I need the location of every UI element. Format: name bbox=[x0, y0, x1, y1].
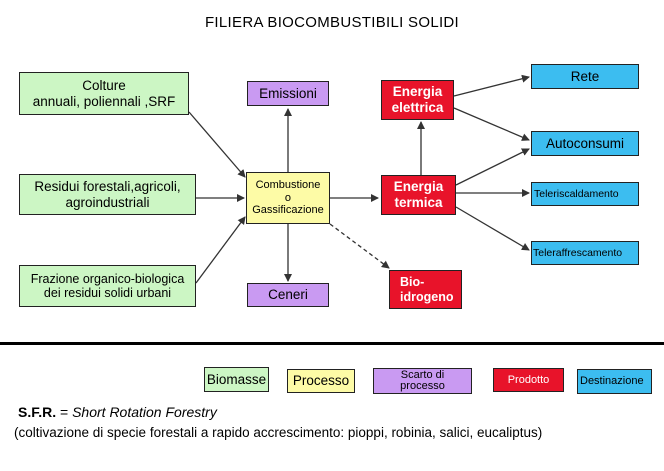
product-bioidrogeno: Bio-idrogeno bbox=[389, 270, 462, 309]
arrow-colture-to-process bbox=[188, 111, 246, 178]
dest-teleriscaldamento: Teleriscaldamento bbox=[531, 182, 639, 206]
arrow-process-to-bioidrogeno bbox=[329, 223, 390, 269]
legend-destinazione: Destinazione bbox=[577, 369, 652, 394]
legend-processo: Processo bbox=[287, 369, 355, 393]
diagram-title: FILIERA BIOCOMBUSTIBILI SOLIDI bbox=[204, 14, 460, 31]
dest-autoconsumi: Autoconsumi bbox=[531, 131, 639, 156]
srf-detail: (coltivazione di specie forestali a rapi… bbox=[14, 425, 543, 440]
arrow-termica-to-autoconsumi bbox=[455, 148, 530, 186]
section-divider bbox=[0, 342, 664, 345]
waste-ceneri: Ceneri bbox=[247, 283, 329, 307]
srf-expansion: Short Rotation Forestry bbox=[72, 404, 217, 420]
legend-prodotto: Prodotto bbox=[493, 368, 564, 392]
arrow-frazione-to-process bbox=[195, 216, 246, 284]
arrow-elettrica-to-autoconsumi bbox=[453, 107, 530, 141]
waste-emissioni: Emissioni bbox=[247, 81, 329, 106]
arrow-elettrica-to-rete bbox=[453, 74, 530, 97]
input-residui: Residui forestali,agricoli,agroindustria… bbox=[19, 174, 196, 215]
legend-biomasse: Biomasse bbox=[204, 367, 269, 392]
dest-rete: Rete bbox=[531, 64, 639, 89]
arrow-termica-to-teleraffrescamento bbox=[455, 206, 530, 251]
srf-abbreviation: S.F.R. bbox=[18, 404, 57, 420]
dest-teleraffrescamento: Teleraffrescamento bbox=[531, 241, 639, 265]
srf-note: S.F.R. = Short Rotation Forestry bbox=[18, 404, 217, 420]
